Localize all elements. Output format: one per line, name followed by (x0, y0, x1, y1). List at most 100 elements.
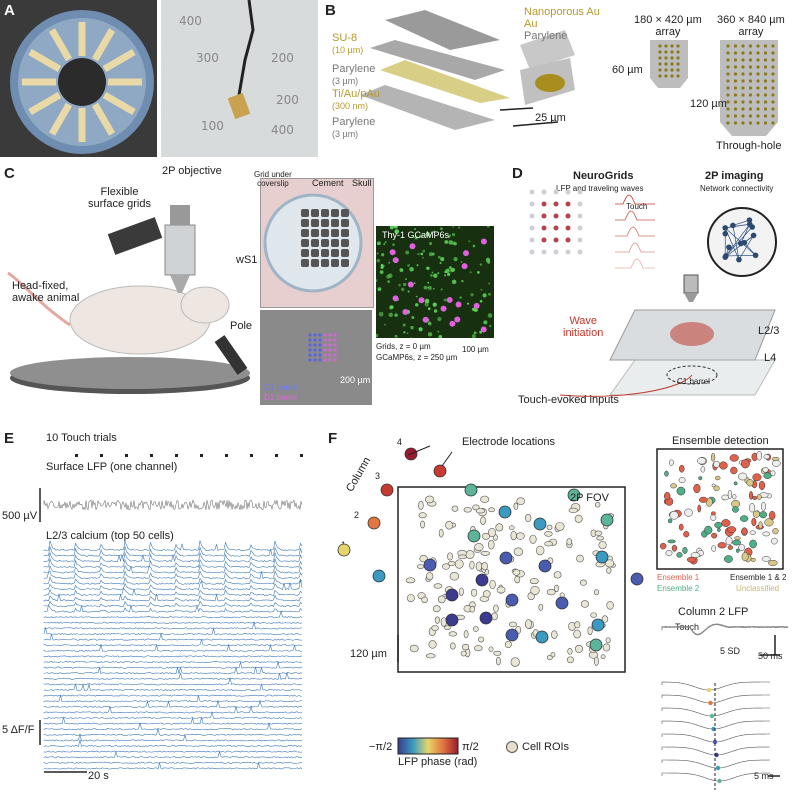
network-edge (732, 219, 750, 226)
wafer-illustration (10, 10, 154, 154)
cell-roi (530, 585, 540, 595)
touch-marker (200, 454, 203, 457)
ensemble-roi (751, 517, 757, 527)
touch-marker (125, 454, 128, 457)
barrel-dot (313, 338, 317, 342)
cbar-min: −π/2 (369, 741, 393, 753)
electrode-site (498, 505, 512, 519)
cell-roi (418, 512, 427, 519)
electrode-spot (473, 302, 480, 309)
legend-au: Au (524, 18, 538, 30)
cell-roi (504, 640, 512, 649)
neuron (433, 273, 438, 278)
calcium-trace (43, 600, 303, 608)
cell-roi (458, 554, 467, 560)
cell-roi (535, 545, 545, 556)
ensemble-roi (678, 523, 684, 531)
ensemble-roi (752, 495, 758, 500)
barrel-dot (328, 338, 332, 342)
array-large-label: 360 × 840 µm array (717, 14, 785, 38)
neuron (438, 335, 443, 338)
ensemble-roi (667, 539, 676, 544)
ensemble-roi (711, 545, 717, 552)
barrel-dot (323, 358, 327, 362)
column-3: 3 (375, 471, 381, 481)
barrel-dot (333, 358, 337, 362)
electrode-dot (658, 74, 662, 78)
electrode-dot (771, 93, 775, 97)
ensemble-roi (740, 459, 750, 469)
neuron (376, 258, 381, 263)
neuron (384, 241, 387, 244)
legend-ens12: Ensemble 1 & 2 (730, 573, 787, 582)
barrel-cell (341, 239, 349, 247)
electrode-dot (664, 44, 668, 48)
svg-text:400: 400 (271, 123, 294, 137)
neuron (460, 260, 463, 263)
calcium-trace (43, 761, 303, 770)
ensemble-roi (697, 457, 707, 465)
l4-label: L4 (764, 352, 777, 364)
barrel-cell (321, 239, 329, 247)
cement-label: Cement (312, 178, 344, 188)
lfp-scale-label: 500 µV (2, 510, 38, 522)
grids-label: Flexible surface grids (88, 186, 151, 210)
cell-roi (482, 590, 491, 598)
ensemble-roi (717, 527, 721, 532)
electrode-dot (733, 114, 738, 118)
ensemble-roi (761, 501, 766, 511)
cell-roi (555, 522, 565, 531)
svg-text:200: 200 (276, 93, 299, 107)
electrode-dot (771, 79, 775, 83)
neuron (428, 252, 433, 257)
ensemble-roi (749, 503, 756, 513)
grid-electrode (565, 189, 571, 195)
calcium-trace (43, 717, 303, 725)
electrode-spot (418, 297, 425, 304)
l23-label: L2/3 (758, 325, 780, 337)
barrel-dot (323, 343, 327, 347)
barrel-dot (323, 353, 327, 357)
electrode-dot (726, 58, 730, 62)
electrode-dot (771, 107, 775, 111)
electrode-site (535, 630, 549, 644)
panel-letter-d: D (512, 165, 523, 182)
trough-marker (709, 713, 715, 719)
grid-electrode (541, 213, 547, 219)
wave-initiation-label: Wave initiation (563, 315, 604, 339)
scale-25um: 25 µm (535, 112, 566, 124)
cell-roi (516, 532, 525, 540)
barrel-cell (331, 259, 339, 267)
cell-roi (495, 523, 504, 532)
neuron (422, 256, 424, 259)
electrode-site (505, 593, 519, 607)
ensemble-roi (717, 542, 727, 549)
cell-roi (463, 506, 472, 513)
neuron (413, 282, 416, 285)
electrode-dot (733, 100, 738, 104)
electrode-dot (748, 86, 753, 90)
electrode-dot (763, 86, 768, 90)
neuron (453, 257, 458, 262)
ensemble-roi (771, 456, 780, 461)
grid-electrode (541, 201, 547, 207)
neuron (473, 331, 477, 335)
barrel-cell (341, 209, 349, 217)
electrode-dot (771, 72, 775, 76)
c1-barrel-d: C1 barrel (677, 377, 710, 386)
cbar-max: π/2 (462, 741, 479, 753)
electrode-spot (480, 326, 487, 333)
grid-electrode (577, 225, 583, 231)
electrode-site (380, 483, 394, 497)
barrel-cell (321, 249, 329, 257)
cell-roi (529, 534, 537, 544)
electrode-dot (670, 74, 674, 78)
electrode-dot (726, 86, 730, 90)
wafer-device (102, 48, 136, 73)
trough-marker (706, 687, 712, 693)
barrel-dot (313, 358, 317, 362)
neuron (379, 270, 384, 275)
electrode-site (337, 543, 351, 557)
neuron (482, 293, 487, 298)
ensemble-roi (740, 515, 749, 522)
